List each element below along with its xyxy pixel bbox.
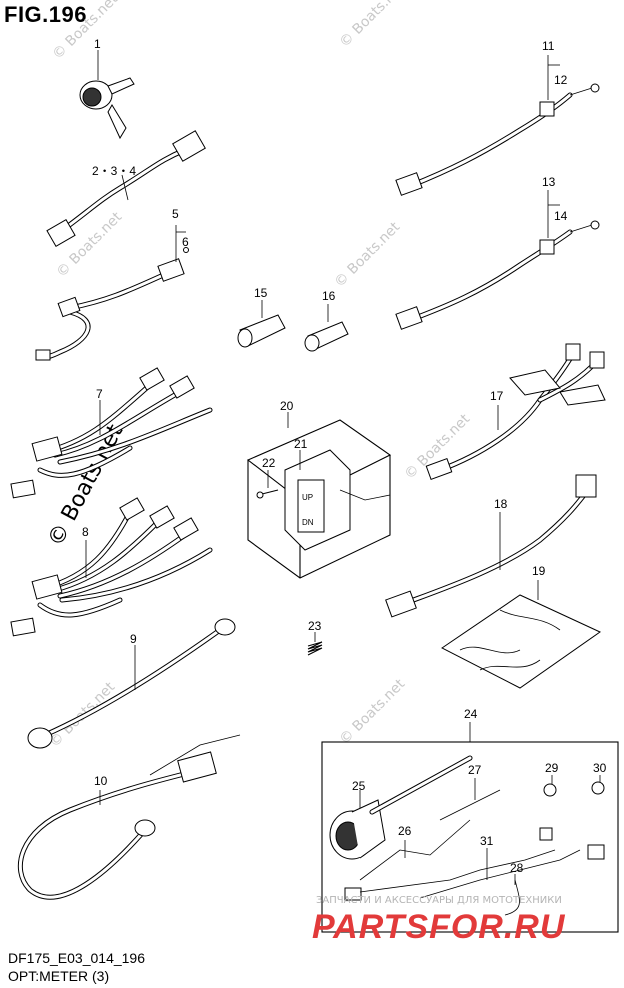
callout-7: 7 xyxy=(96,387,103,401)
callout-13: 13 xyxy=(542,175,556,189)
part-7-harness xyxy=(10,367,213,499)
figure-title: FIG.196 xyxy=(4,2,87,27)
callout-28: 28 xyxy=(510,861,524,875)
part-10-cable xyxy=(17,734,241,900)
shop-subtitle: ЗАПЧАСТИ И АКСЕССУАРЫ ДЛЯ МОТОТЕХНИКИ xyxy=(316,895,562,906)
callout-9: 9 xyxy=(130,632,137,646)
shop-logo: PARTSFOR.RU xyxy=(312,908,566,946)
callout-5: 5 xyxy=(172,207,179,221)
callout-8: 8 xyxy=(82,525,89,539)
switch-dn-label: DN xyxy=(302,518,314,527)
watermark-boats: © Boats.net xyxy=(337,676,409,748)
callout-30: 30 xyxy=(593,761,607,775)
callout-6: 6 xyxy=(182,235,189,249)
callout-12: 12 xyxy=(554,73,568,87)
shop-watermark: ЗАПЧАСТИ И АКСЕССУАРЫ ДЛЯ МОТОТЕХНИКИ PA… xyxy=(312,895,566,946)
callout-19: 19 xyxy=(532,564,546,578)
callout-labels: 1 2・3・4 5 6 7 8 9 10 11 12 13 14 15 16 1… xyxy=(82,37,607,875)
part-19-bag xyxy=(441,580,601,689)
callout-21: 21 xyxy=(294,437,308,451)
callout-2-3-4: 2・3・4 xyxy=(92,164,136,178)
callout-27: 27 xyxy=(468,763,482,777)
part-24-gauge-kit xyxy=(321,722,619,933)
part-16-plug xyxy=(304,304,349,352)
part-9-cable xyxy=(27,618,236,749)
watermark-boats: © Boats.net xyxy=(54,209,126,281)
callout-1: 1 xyxy=(94,37,101,51)
callout-25: 25 xyxy=(352,779,366,793)
callout-31: 31 xyxy=(480,834,494,848)
switch-up-label: UP xyxy=(302,493,313,502)
part-17-harness xyxy=(425,343,606,480)
callout-10: 10 xyxy=(94,774,108,788)
part-11-harness xyxy=(395,55,600,196)
callout-17: 17 xyxy=(490,389,504,403)
watermark-boats: © Boats.net xyxy=(332,219,404,291)
callout-29: 29 xyxy=(545,761,559,775)
callout-14: 14 xyxy=(554,209,568,223)
callout-23: 23 xyxy=(308,619,322,633)
callout-24: 24 xyxy=(464,707,478,721)
part-1-grommet xyxy=(79,50,135,140)
watermark-boats: © Boats.net xyxy=(337,0,409,51)
part-8-harness xyxy=(10,497,213,637)
watermark-boats: © Boats.net xyxy=(50,0,122,63)
callout-11: 11 xyxy=(542,39,555,53)
callout-22: 22 xyxy=(262,456,276,470)
part-23-spring xyxy=(307,632,323,656)
part-20-switch-kit: UP DN xyxy=(246,412,392,579)
callout-18: 18 xyxy=(494,497,508,511)
figure-code: DF175_E03_014_196 xyxy=(8,950,146,966)
part-18-harness xyxy=(385,474,597,618)
part-2-3-4-harness xyxy=(46,130,206,247)
figure-name: OPT:METER (3) xyxy=(8,968,110,984)
callout-16: 16 xyxy=(322,289,336,303)
callout-15: 15 xyxy=(254,286,268,300)
callout-26: 26 xyxy=(398,824,412,838)
part-5-harness xyxy=(35,225,189,361)
part-13-harness xyxy=(395,190,600,330)
part-15-plug xyxy=(237,300,286,348)
callout-20: 20 xyxy=(280,399,294,413)
